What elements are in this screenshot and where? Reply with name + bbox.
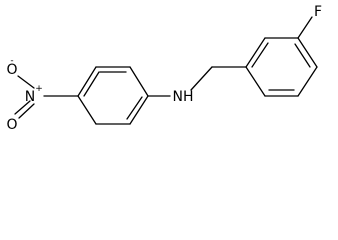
bond-ring1-lower-right bbox=[129, 95, 149, 125]
bond-ring2-upper-right bbox=[297, 37, 318, 68]
chemical-structure: N + O - O NH F bbox=[6, 4, 322, 133]
fluorophenyl-ring: F bbox=[245, 4, 322, 97]
fluorine-label: F bbox=[314, 4, 322, 20]
nitro-nitrogen-label: N bbox=[25, 89, 35, 105]
nitro-group: N + O - O bbox=[6, 56, 79, 133]
bond-nitro-oxygen-bottom-1 bbox=[18, 103, 35, 119]
nitrophenyl-ring bbox=[77, 66, 149, 125]
bond-ring1-upper-right bbox=[129, 66, 149, 97]
bond-ring1-lower-right-inner bbox=[126, 96, 143, 120]
bond-ring2-upper-left bbox=[245, 37, 266, 68]
bond-ring2-upper-left-inner bbox=[251, 42, 269, 68]
bond-ring2-lower-right bbox=[297, 66, 318, 97]
bond-nitro-oxygen-top bbox=[17, 75, 35, 89]
amine-linker: NH bbox=[147, 66, 247, 105]
bond-ring1-upper-left bbox=[77, 66, 97, 97]
amine-label: NH bbox=[173, 89, 194, 105]
bond-ring2-upper-right-inner bbox=[294, 43, 311, 68]
nitro-oxygen-top-label: O bbox=[6, 62, 17, 78]
nitro-oxygen-bottom-label: O bbox=[6, 117, 17, 133]
bond-nitro-oxygen-bottom-2 bbox=[14, 100, 31, 115]
structure-canvas: N + O - O NH F bbox=[6, 4, 322, 133]
nitro-oxygen-top-charge: - bbox=[10, 56, 13, 66]
bond-amine-to-methylene bbox=[190, 66, 213, 91]
bond-ring1-lower-left bbox=[77, 95, 97, 125]
bond-ring-to-fluorine bbox=[297, 16, 313, 39]
bond-ring2-lower-left bbox=[245, 66, 266, 97]
bond-ring1-upper-left-inner bbox=[83, 71, 100, 97]
nitro-nitrogen-charge: + bbox=[35, 84, 43, 94]
